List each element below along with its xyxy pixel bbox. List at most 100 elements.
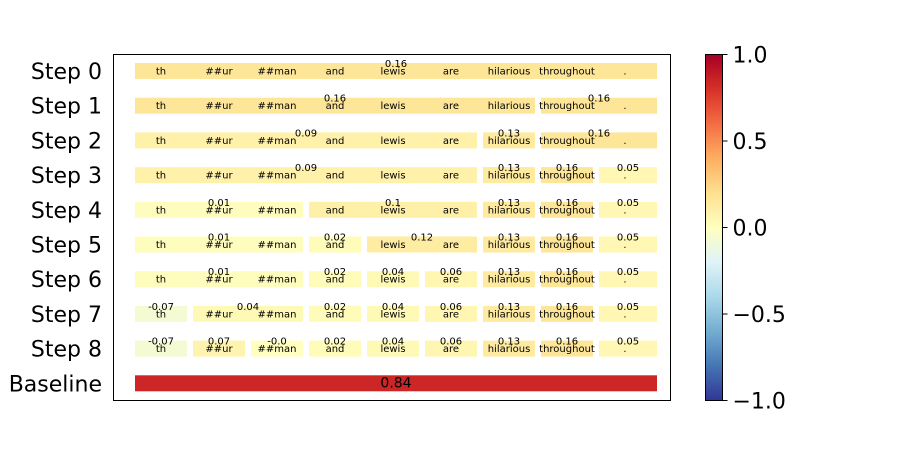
segment-value: 0.09 — [295, 128, 317, 139]
segment-bar — [135, 236, 303, 253]
baseline-value: 0.84 — [380, 375, 411, 391]
segment-value: 0.13 — [498, 163, 520, 174]
token-label: throughout — [539, 205, 595, 216]
segment-value: 0.06 — [440, 302, 462, 313]
segment-value: -0.07 — [148, 302, 174, 313]
segment-bar — [541, 236, 593, 253]
segment-bar — [599, 201, 657, 218]
baseline-row: Baseline 0.84 — [9, 372, 657, 397]
token-label: . — [623, 205, 626, 216]
token-label: throughout — [539, 240, 595, 251]
token-label: hilarious — [488, 67, 531, 78]
token-label: lewis — [380, 205, 405, 216]
segment-bar — [135, 63, 657, 79]
segment-value: 0.13 — [498, 128, 520, 139]
token-label: hilarious — [488, 309, 531, 320]
segment-value: 0.13 — [498, 337, 520, 348]
token-label: are — [443, 171, 459, 182]
segment-value: 0.01 — [208, 233, 230, 244]
segment-bar — [135, 132, 477, 149]
step-label: Step 5 — [31, 234, 102, 259]
token-label: lewis — [380, 136, 405, 147]
segment-bar — [135, 167, 477, 184]
colorbar-ticks: 1.00.50.0−0.5−1.0 — [722, 44, 786, 415]
token-label: are — [443, 344, 459, 355]
segment-value: 0.05 — [617, 163, 639, 174]
step-label: Step 7 — [31, 303, 102, 328]
segment-bar — [367, 340, 419, 357]
segment-value: 0.05 — [617, 302, 639, 313]
token-label: ##man — [258, 344, 297, 355]
token-label: th — [156, 205, 166, 216]
segment-value: 0.02 — [324, 302, 346, 313]
segment-bar — [483, 236, 535, 253]
segment-bar — [135, 97, 535, 114]
segment-value: 0.04 — [382, 267, 404, 278]
segment-bar — [425, 305, 477, 322]
segment-bar — [135, 340, 187, 357]
segment-value: 0.01 — [208, 198, 230, 209]
segment-value: 0.05 — [617, 267, 639, 278]
token-label: are — [443, 101, 459, 112]
segment-value: 0.06 — [440, 267, 462, 278]
token-label: ##man — [258, 240, 297, 251]
token-label: ##man — [258, 309, 297, 320]
segment-bar — [483, 132, 535, 149]
segment-value: 0.16 — [556, 302, 578, 313]
token-label: lewis — [380, 240, 405, 251]
segment-value: 0.13 — [498, 233, 520, 244]
segment-value: 0.06 — [440, 337, 462, 348]
token-label: and — [326, 240, 345, 251]
segment-value: 0.02 — [324, 337, 346, 348]
token-label: are — [443, 136, 459, 147]
segment-bar — [367, 305, 419, 322]
segment-bar — [483, 167, 535, 184]
token-label: throughout — [539, 309, 595, 320]
segment-bar — [309, 236, 361, 253]
token-label: . — [623, 171, 626, 182]
segment-bar — [135, 201, 303, 218]
segment-bar — [541, 132, 657, 149]
segment-value: 0.12 — [411, 233, 433, 244]
baseline-label: Baseline — [9, 372, 102, 397]
segment-bar — [599, 167, 657, 184]
segment-bar — [483, 271, 535, 288]
step-label: Step 4 — [31, 199, 102, 224]
step-label: Step 8 — [31, 338, 102, 363]
token-label: throughout — [539, 101, 595, 112]
token-label: . — [623, 136, 626, 147]
token-label: ##ur — [205, 171, 233, 182]
token-label: ##ur — [205, 205, 233, 216]
segment-bar — [135, 305, 187, 322]
token-label: lewis — [380, 344, 405, 355]
token-label: . — [623, 275, 626, 286]
token-label: . — [623, 309, 626, 320]
segment-value: 0.16 — [556, 198, 578, 209]
token-label: throughout — [539, 67, 595, 78]
token-label: ##man — [258, 101, 297, 112]
token-label: ##ur — [205, 309, 233, 320]
segment-value: 0.13 — [498, 267, 520, 278]
token-label: . — [623, 67, 626, 78]
token-label: hilarious — [488, 344, 531, 355]
token-label: and — [326, 171, 345, 182]
segment-value: 0.01 — [208, 267, 230, 278]
segment-bar — [135, 271, 303, 288]
token-label: th — [156, 309, 166, 320]
segment-bar — [599, 340, 657, 357]
segment-value: 0.16 — [556, 267, 578, 278]
token-label: hilarious — [488, 240, 531, 251]
token-label: ##man — [258, 275, 297, 286]
segment-value: -0.07 — [148, 337, 174, 348]
token-label: ##ur — [205, 275, 233, 286]
token-label: th — [156, 275, 166, 286]
segment-bar — [483, 340, 535, 357]
segment-bar — [251, 340, 303, 357]
token-label: ##man — [258, 205, 297, 216]
token-label: lewis — [380, 67, 405, 78]
token-label: and — [326, 101, 345, 112]
colorbar-gradient — [705, 54, 723, 401]
